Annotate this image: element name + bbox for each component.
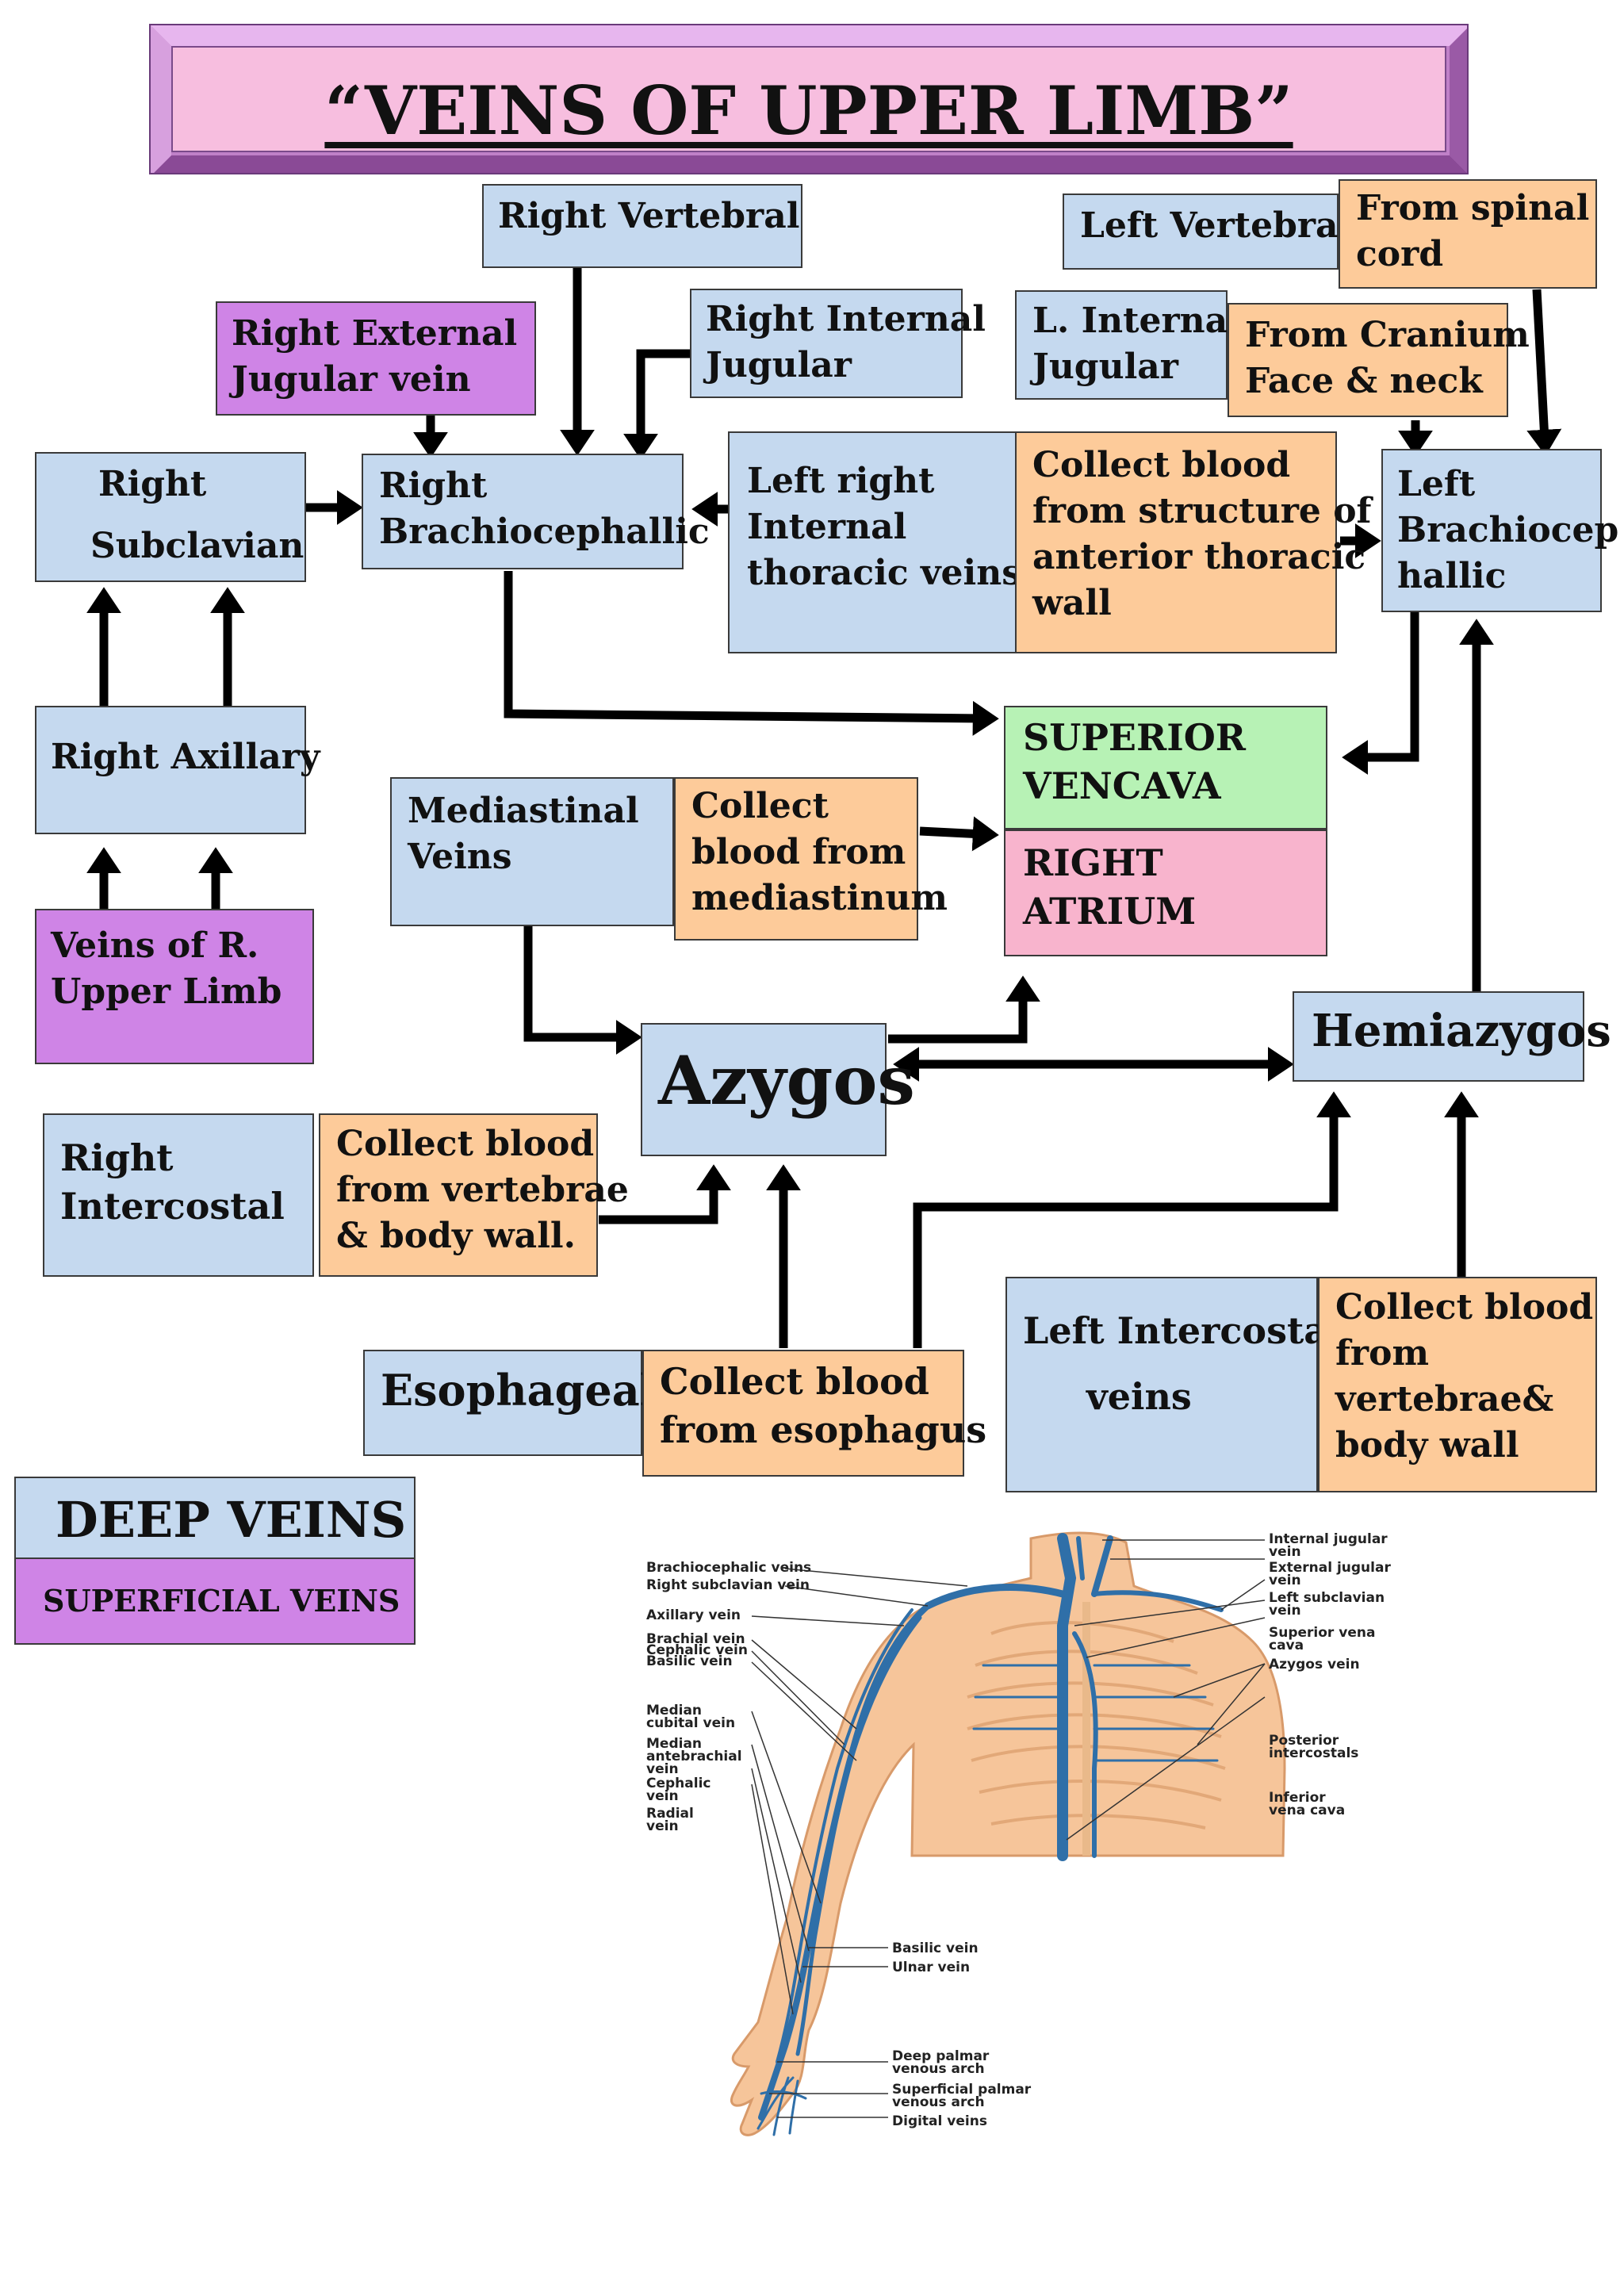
veins-r-upper-limb-node: Veins of R. Upper Limb	[35, 909, 314, 1064]
internal-thoracic-node: Left right Internal thoracic veins	[728, 431, 1021, 653]
label-deep-palmar: Deep palmar	[892, 2048, 990, 2064]
azygos-node: Azygos	[641, 1023, 915, 1156]
left-vertebral-node: Left Vertebral	[1063, 193, 1351, 270]
label-basilic-vein-lower: Basilic vein	[892, 1941, 979, 1956]
label-brachial-vein: Brachial vein	[646, 1631, 745, 1647]
label-azygos-vein: Azygos vein	[1269, 1657, 1360, 1672]
label-cephalic: Cephalic	[646, 1776, 710, 1791]
left-intercostal-node: Left Intercostal veins	[1005, 1277, 1342, 1492]
right-internal-jugular-node: Right Internal Jugular	[690, 289, 986, 398]
arrow-spinal-to-left-brachio	[1526, 289, 1562, 456]
label-left-subclavian: Left subclavian	[1269, 1590, 1385, 1606]
label-cava: cava	[1269, 1638, 1304, 1653]
right-subclavian-node: Right Subclavian	[35, 452, 306, 582]
label-radial: Radial	[646, 1806, 694, 1822]
collect-esophagus-node: Collect blood from esophagus	[642, 1350, 986, 1477]
label-median-2: Median	[646, 1736, 702, 1752]
label-internal-jugular: Internal jugular	[1269, 1531, 1388, 1547]
label-venous-arch-1: venous arch	[892, 2061, 985, 2077]
arrow-azygos-to-atrium	[888, 975, 1040, 1044]
label-vein-2: vein	[646, 1788, 679, 1804]
label-brachiocephalic-veins: Brachiocephalic veins	[646, 1560, 811, 1576]
arrow-intercostal-to-azygos	[599, 1164, 731, 1224]
mediastinal-veins-node: Mediastinal Veins	[390, 777, 674, 926]
label-ij-vein: vein	[1269, 1544, 1301, 1560]
collect-vertebrae-node: Collect blood from vertebrae & body wall…	[319, 1113, 629, 1277]
page-title: “VEINS OF UPPER LIMB”	[324, 71, 1293, 150]
right-atrium-node: RIGHT ATRIUM	[1004, 829, 1327, 956]
label-digital-veins: Digital veins	[892, 2113, 987, 2129]
label-inferior: Inferior	[1269, 1790, 1326, 1806]
label-superior-vena: Superior vena	[1269, 1625, 1375, 1641]
arrow-left-brachio-to-svc	[1342, 611, 1419, 775]
from-spinal-cord-node: From spinal cord	[1339, 179, 1597, 289]
arrow-right-int-jugular	[623, 349, 692, 460]
label-vein-1: vein	[646, 1761, 679, 1777]
label-basilic-vein: Basilic vein	[646, 1653, 733, 1669]
label-superficial-palmar: Superficial palmar	[892, 2082, 1032, 2098]
body-silhouette	[730, 1531, 1286, 2136]
arrow-mediastinal-to-azygos	[523, 926, 642, 1055]
right-vertebral-node: Right Vertebral	[482, 184, 802, 268]
legend-deep-veins: DEEP VEINS	[14, 1477, 416, 1559]
label-vena-cava: vena cava	[1269, 1803, 1345, 1818]
right-axillary-node: Right Axillary	[35, 706, 320, 834]
label-vein-3: vein	[646, 1818, 679, 1834]
right-intercostal-node: Right Intercostal	[43, 1113, 314, 1277]
left-brachiocephalic-node: Left Brachiocep hallic	[1381, 449, 1618, 612]
upper-limb-vein-illustration: Brachiocephalic veins Right subclavian v…	[646, 1531, 1391, 2136]
collect-mediastinum-node: Collect blood from mediastinum	[674, 777, 948, 941]
label-ej-vein: vein	[1269, 1573, 1301, 1588]
label-ulnar-vein: Ulnar vein	[892, 1960, 970, 1975]
collect-vertebrae-left-node: Collect blood from vertebrae& body wall	[1318, 1277, 1597, 1492]
label-median: Median	[646, 1703, 702, 1718]
vein-network	[756, 1533, 1224, 2136]
from-cranium-node: From Cranium Face & neck	[1228, 303, 1530, 417]
label-intercostals: intercostals	[1269, 1745, 1358, 1761]
label-cubital-vein: cubital vein	[646, 1715, 735, 1731]
label-ls-vein: vein	[1269, 1603, 1301, 1619]
label-posterior: Posterior	[1269, 1733, 1339, 1749]
label-axillary-vein: Axillary vein	[646, 1607, 741, 1623]
label-antebrachial: antebrachial	[646, 1749, 742, 1764]
legend-superficial-veins: SUPERFICIAL VEINS	[14, 1557, 416, 1645]
label-right-subclavian: Right subclavian vein	[646, 1577, 810, 1593]
label-leader-lines	[751, 1539, 1266, 2118]
label-cephalic-vein: Cephalic vein	[646, 1642, 748, 1658]
arrow-mediastinum-to-svc	[919, 816, 999, 852]
label-venous-arch-2: venous arch	[892, 2094, 985, 2110]
superior-vena-cava-node: SUPERIOR VENCAVA	[1004, 706, 1327, 829]
label-external-jugular: External jugular	[1269, 1560, 1391, 1576]
collect-anterior-node: Collect blood from structure of anterior…	[1015, 431, 1371, 653]
arrow-esophagus-to-hemiazygos	[913, 1091, 1351, 1348]
title-banner: “VEINS OF UPPER LIMB”	[149, 24, 1469, 174]
left-internal-jugular-node: L. Internal Jugular	[1015, 290, 1241, 400]
title-bevel	[151, 25, 1467, 173]
right-brachiocephalic-node: Right Brachiocephallic	[362, 454, 710, 569]
esophageal-node: Esophageal	[363, 1350, 656, 1456]
arrow-right-brachio-to-svc	[504, 571, 999, 736]
hemiazygos-node: Hemiazygos	[1293, 991, 1611, 1082]
right-external-jugular-node: Right External Jugular vein	[216, 301, 536, 416]
title-inner-panel: “VEINS OF UPPER LIMB”	[171, 46, 1446, 152]
illustration-labels: Brachiocephalic veins Right subclavian v…	[646, 1531, 1391, 2129]
